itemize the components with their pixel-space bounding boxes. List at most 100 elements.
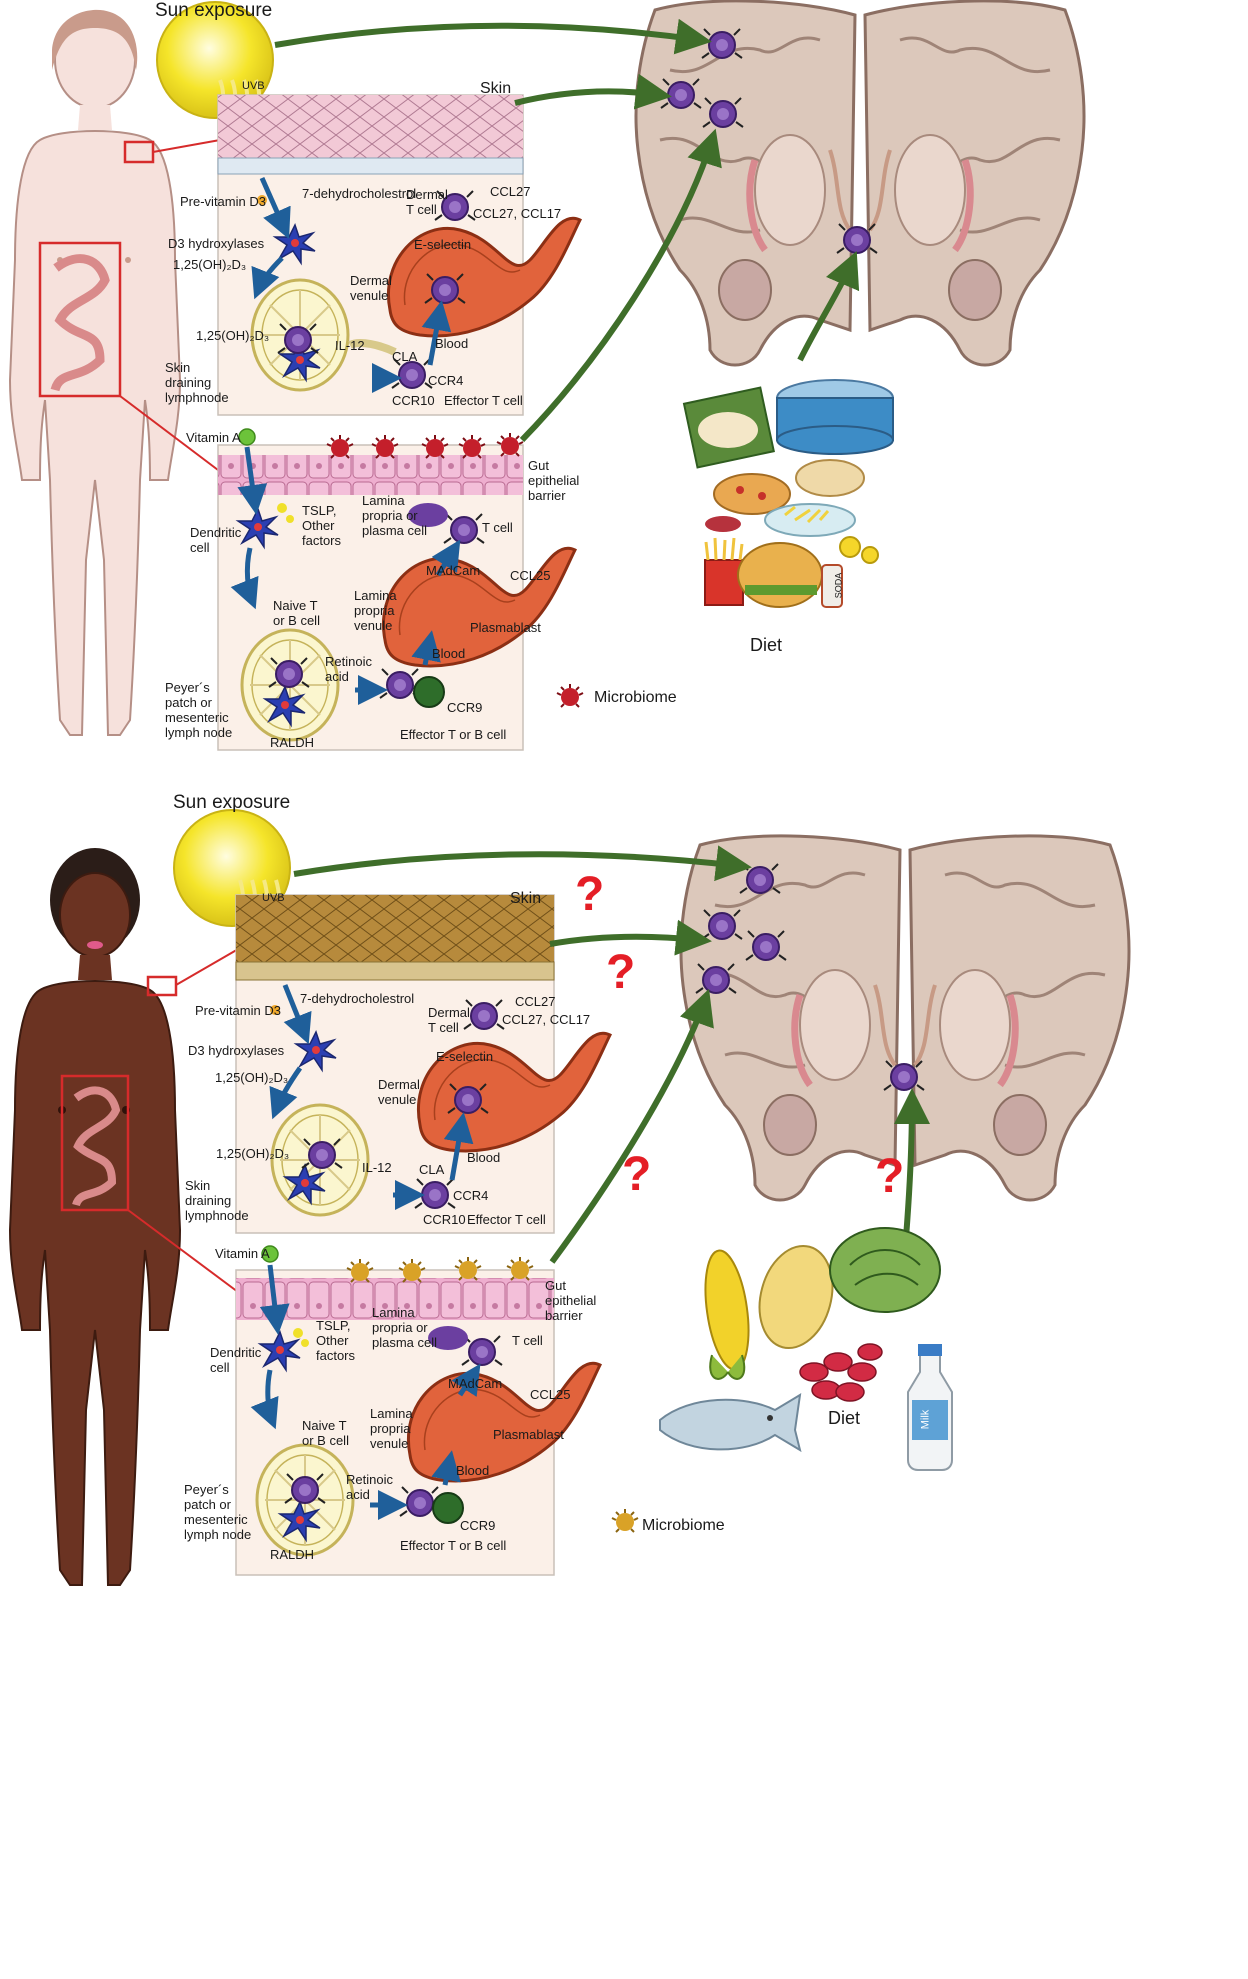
sun-to-brain-arrow — [293, 845, 752, 882]
blood-label: Blood — [467, 1150, 501, 1165]
skin-to-brain-arrow — [514, 73, 672, 110]
skin-label: Skin — [510, 890, 542, 907]
blood-label: Blood — [432, 646, 466, 661]
panel-2 — [8, 809, 1129, 1586]
naive-cell-label: Naive T or B cell — [273, 598, 320, 628]
effector-cell-label: Effector T or B cell — [400, 1538, 507, 1553]
dendritic-cell-label: Dendritic cell — [190, 525, 242, 555]
plasma-cell-icon — [428, 1326, 468, 1350]
madcam-label: MAdCam — [426, 563, 481, 578]
beans-icon — [799, 1343, 883, 1402]
question-mark: ? — [606, 946, 636, 999]
lamina-propria-plasma-label: Lamina propria or plasma cell — [372, 1305, 438, 1350]
d3-hydroxylases-label: D3 hydroxylases — [188, 1043, 285, 1058]
human-figure-dark — [8, 848, 182, 1586]
active-vitamin-d-label: 1,25(OH)₂D₃ — [216, 1146, 290, 1161]
effector-t-cell-label: Effector T cell — [444, 393, 523, 408]
diet-label: Diet — [750, 635, 783, 655]
microbiome-legend-icon — [556, 683, 584, 708]
skin-draining-lymphnode-label: Skin draining lymphnode — [185, 1178, 249, 1223]
t-cell-label: T cell — [482, 520, 513, 535]
raldh-label: RALDH — [270, 1547, 315, 1562]
ccl27-label: CCL27 — [515, 994, 556, 1009]
ccl27-ccl17-label: CCL27, CCL17 — [502, 1012, 591, 1027]
blood-label: Blood — [435, 336, 469, 351]
skin-callout-box — [146, 975, 178, 997]
fish-icon — [659, 1393, 802, 1453]
t-cell-label: T cell — [512, 1333, 543, 1348]
e-selectin-label: E-selectin — [414, 237, 472, 252]
pre-vitamin-d3-label: Pre-vitamin D3 — [195, 1003, 281, 1018]
diet-illustration-western — [682, 379, 894, 608]
ccr10-label: CCR10 — [392, 393, 435, 408]
il12-label: IL-12 — [362, 1160, 392, 1175]
corn-icon — [704, 1249, 750, 1371]
active-vitamin-d-label: 1,25(OH)₂D₃ — [196, 328, 270, 343]
peyers-patch-label: Peyer´s patch or mesenteric lymph node — [165, 680, 233, 740]
vitamin-a-label: Vitamin A — [186, 430, 241, 445]
panel-1 — [8, 1, 1084, 751]
question-mark: ? — [575, 868, 605, 921]
potato-icon — [758, 1244, 834, 1350]
ccr9-label: CCR9 — [460, 1518, 496, 1533]
retinoic-acid-label: Retinoic acid — [346, 1472, 393, 1502]
raldh-label: RALDH — [270, 735, 315, 750]
dermal-t-cell-label: Dermal T cell — [406, 187, 448, 217]
lamina-venule-label: Lamina propria venule — [370, 1406, 413, 1451]
il12-label: IL-12 — [335, 338, 365, 353]
vitamin-a-label: Vitamin A — [215, 1246, 270, 1261]
gut-callout-box — [60, 1074, 130, 1212]
gut-to-brain-arrow — [549, 988, 714, 1264]
pre-vitamin-d3-label: Pre-vitamin D3 — [180, 194, 266, 209]
effector-t-cell-label: Effector T cell — [467, 1212, 546, 1227]
milk-label: Milk — [919, 1409, 932, 1430]
soda-can-icon — [821, 564, 843, 608]
microbiome-label: Microbiome — [594, 689, 677, 706]
b-cell-icon — [432, 1492, 464, 1524]
uvb-label: UVB — [262, 892, 285, 904]
tslp-label: TSLP, Other factors — [302, 503, 342, 548]
brain-cross-section — [636, 1, 1084, 365]
7-dehydrocholestrol-label: 7-dehydrocholestrol — [300, 991, 415, 1006]
brain-cross-section — [681, 836, 1129, 1200]
d3-hydroxylases-label: D3 hydroxylases — [168, 236, 265, 251]
diet-illustration-traditional — [659, 1227, 953, 1471]
sun-exposure-label: Sun exposure — [155, 0, 273, 21]
gut-epithelium — [218, 455, 523, 495]
bread-icon — [795, 459, 865, 497]
dendritic-cell-label: Dendritic cell — [210, 1345, 262, 1375]
lamina-propria-plasma-label: Lamina propria or plasma cell — [362, 493, 428, 538]
uvb-label: UVB — [242, 80, 265, 92]
pineapple-ring-icon — [839, 536, 861, 558]
cla-label: CLA — [419, 1162, 445, 1177]
plasmablast-label: Plasmablast — [470, 620, 541, 635]
gut-callout-box — [38, 241, 122, 398]
skin-label: Skin — [480, 80, 512, 97]
plasmablast-label: Plasmablast — [493, 1427, 564, 1442]
dermal-venule-label: Dermal venule — [350, 273, 392, 303]
retinoic-acid-label: Retinoic acid — [325, 654, 372, 684]
sun-icon — [156, 1, 274, 119]
effector-cell-label: Effector T or B cell — [400, 727, 507, 742]
pizza-icon — [713, 473, 791, 515]
e-selectin-label: E-selectin — [436, 1049, 494, 1064]
skin-to-brain-arrow — [549, 919, 712, 956]
vitamin-a-dot — [261, 1245, 279, 1263]
ccl25-label: CCL25 — [530, 1387, 571, 1402]
diet-to-brain-arrow — [893, 1088, 930, 1251]
tslp-label: TSLP, Other factors — [316, 1318, 356, 1363]
sun-to-brain-arrow — [274, 18, 712, 55]
gut-epithelial-barrier-label: Gut epithelial barrier — [528, 458, 580, 503]
ccr10-label: CCR10 — [423, 1212, 466, 1227]
microbiome-legend-icon — [611, 1508, 639, 1533]
naive-cell-label: Naive T or B cell — [302, 1418, 349, 1448]
active-vitamin-d-label: 1,25(OH)₂D₃ — [215, 1070, 289, 1085]
soda-label: SODA — [833, 572, 844, 599]
fries-icon — [704, 559, 744, 606]
question-mark: ? — [875, 1150, 905, 1203]
ccr4-label: CCR4 — [453, 1188, 489, 1203]
dermal-venule-label: Dermal venule — [378, 1077, 420, 1107]
madcam-label: MAdCam — [448, 1376, 503, 1391]
active-vitamin-d-label: 1,25(OH)₂D₃ — [173, 257, 247, 272]
